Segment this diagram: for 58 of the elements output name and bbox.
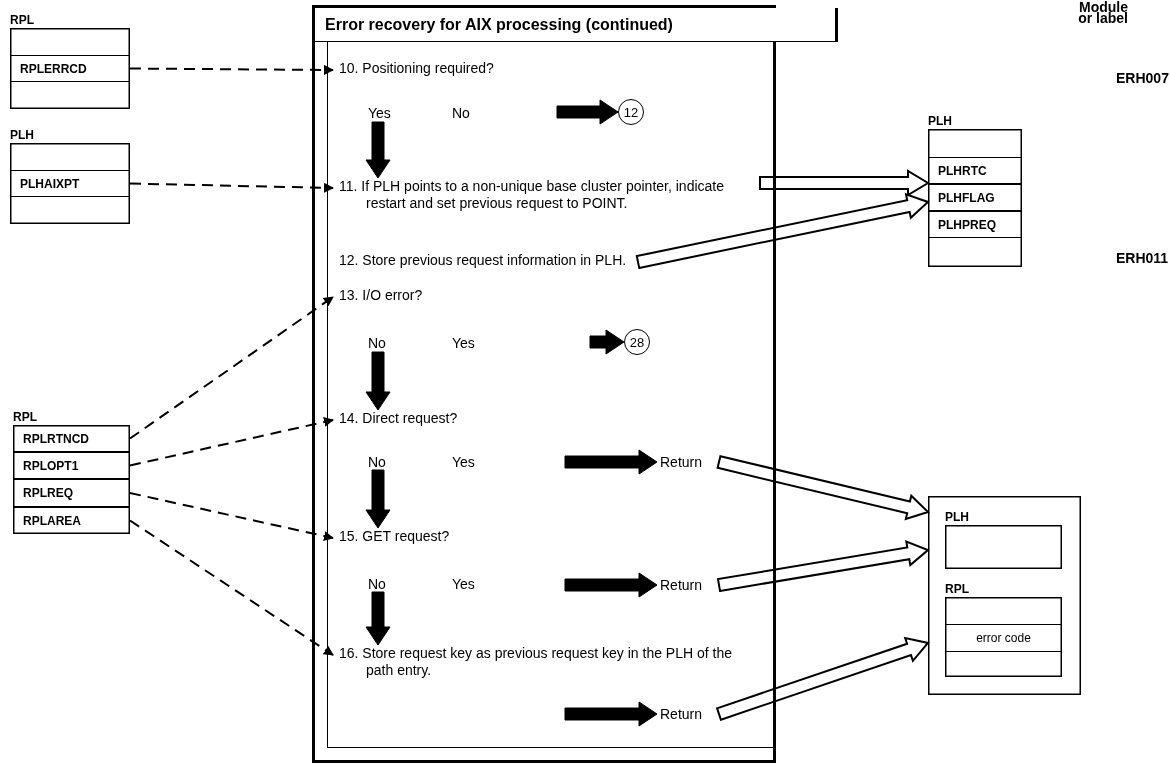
dashed-arrow bbox=[129, 519, 334, 656]
output-box bbox=[928, 496, 1081, 695]
hollow-arrow bbox=[715, 636, 930, 721]
field-row: RPLRTNCD bbox=[13, 425, 130, 452]
step-text: 10. Positioning required? bbox=[333, 60, 753, 80]
flow-label: Module or label bbox=[1077, 2, 1128, 24]
dashed-arrow bbox=[129, 296, 334, 440]
flow-label: No bbox=[368, 453, 387, 472]
dashed-arrow bbox=[129, 64, 334, 75]
step-text: 16. Store request key as previous request key in the PLH of the path entry. bbox=[333, 645, 760, 685]
step-text: 14. Direct request? bbox=[333, 410, 633, 430]
field-row: RPLREQ bbox=[13, 479, 130, 507]
table-heading: PLH bbox=[10, 128, 34, 142]
hollow-arrow bbox=[716, 455, 930, 521]
return-text: Return bbox=[657, 574, 719, 596]
step-text: 15. GET request? bbox=[333, 528, 633, 548]
table-heading: PLH bbox=[945, 510, 969, 524]
table-heading: RPL bbox=[945, 582, 969, 596]
title-bar: Error recovery for AIX processing (continued) bbox=[315, 8, 838, 42]
block-arrow bbox=[564, 701, 658, 727]
block-arrow bbox=[365, 591, 391, 646]
field-row: PLHPREQ bbox=[928, 211, 1022, 238]
block-arrow bbox=[564, 449, 658, 475]
step-text: 11. If PLH points to a non-unique base cluster pointer, indicate restart and set previous request to POINT. bbox=[333, 178, 760, 232]
field-row: RPLOPT1 bbox=[13, 452, 130, 479]
step-text: 12. Store previous request information in PLH. bbox=[333, 252, 638, 272]
flow-label: No bbox=[368, 334, 387, 353]
dashed-arrow bbox=[129, 182, 334, 193]
field-row: RPLERRCD bbox=[10, 55, 130, 82]
flow-label: Yes bbox=[452, 334, 476, 353]
field-row: PLHFLAG bbox=[928, 184, 1022, 211]
flow-label: Yes bbox=[452, 575, 476, 594]
field-row: PLHRTC bbox=[928, 157, 1022, 184]
block-arrow bbox=[589, 329, 625, 355]
field-row: RPLAREA bbox=[13, 507, 130, 534]
flow-label: No bbox=[452, 104, 471, 123]
hollow-arrow bbox=[635, 192, 930, 270]
return-text: Return bbox=[657, 451, 719, 473]
block-arrow bbox=[365, 121, 391, 179]
hollow-arrow bbox=[716, 539, 930, 593]
step-text: 13. I/O error? bbox=[333, 287, 760, 307]
field-row: error code bbox=[945, 624, 1062, 652]
table-heading: RPL bbox=[13, 410, 37, 424]
hollow-arrow bbox=[759, 169, 930, 197]
block-arrow bbox=[365, 469, 391, 529]
return-text: Return bbox=[657, 703, 719, 725]
table-heading: RPL bbox=[10, 13, 34, 27]
dashed-arrow bbox=[129, 417, 334, 467]
dashed-arrow bbox=[129, 492, 334, 541]
flow-label: ERH011 bbox=[1116, 249, 1166, 268]
table-heading: PLH bbox=[928, 114, 952, 128]
block-arrow bbox=[556, 99, 619, 125]
flow-label: Yes bbox=[452, 453, 476, 472]
field-row: PLHAIXPT bbox=[10, 170, 130, 197]
block-arrow bbox=[365, 351, 391, 411]
flow-label: No bbox=[368, 575, 387, 594]
flow-label: Yes bbox=[368, 104, 392, 123]
block-arrow bbox=[564, 572, 658, 598]
